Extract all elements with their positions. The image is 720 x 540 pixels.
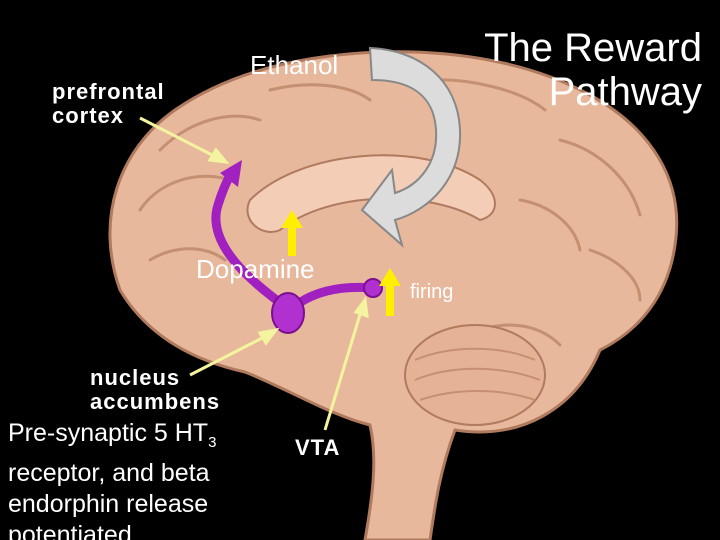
vta-pointer bbox=[323, 307, 364, 431]
presynaptic-note: Pre-synaptic 5 HT3 receptor, and beta en… bbox=[8, 418, 216, 540]
note-line-4: potentiated bbox=[8, 521, 132, 540]
vta-label: VTA bbox=[295, 435, 341, 460]
title-line-1: The Reward bbox=[484, 26, 702, 70]
prefrontal-pointer bbox=[139, 116, 219, 160]
cerebellum-folds bbox=[414, 347, 541, 401]
pointer-lines bbox=[139, 116, 369, 431]
nucleus-accumbens-label: nucleus accumbens bbox=[90, 366, 220, 414]
increase-arrows bbox=[281, 210, 401, 316]
firing-label: firing bbox=[410, 281, 454, 303]
note-line-1-subscript: 3 bbox=[208, 434, 217, 451]
nucleus-line-1: nucleus bbox=[90, 365, 181, 390]
brain-folds bbox=[138, 78, 642, 347]
slide-title: The Reward Pathway bbox=[484, 26, 702, 114]
vta-node bbox=[363, 278, 383, 298]
ethanol-arrow-icon bbox=[360, 46, 462, 248]
title-line-2: Pathway bbox=[548, 70, 702, 114]
prefrontal-line-2: cortex bbox=[52, 103, 125, 128]
pathway-arrowhead bbox=[220, 160, 242, 187]
note-line-3: endorphin release bbox=[8, 490, 209, 518]
ethanol-label: Ethanol bbox=[250, 50, 339, 80]
note-line-2: receptor, and beta bbox=[8, 459, 210, 487]
note-line-1: Pre-synaptic 5 HT3 bbox=[8, 418, 216, 458]
prefrontal-cortex-label: prefrontal cortex bbox=[52, 80, 165, 128]
nucleus-pointer bbox=[189, 333, 269, 377]
prefrontal-line-1: prefrontal bbox=[52, 79, 165, 104]
dopamine-pathway bbox=[211, 167, 377, 316]
dopamine-up-arrow-icon bbox=[281, 210, 303, 256]
cerebellum bbox=[404, 324, 546, 426]
firing-up-arrow-icon bbox=[379, 268, 401, 316]
dopamine-label: Dopamine bbox=[196, 254, 315, 284]
nucleus-accumbens-node bbox=[271, 292, 305, 334]
note-line-1-text: Pre-synaptic 5 HT bbox=[8, 419, 209, 447]
nucleus-line-2: accumbens bbox=[90, 389, 221, 414]
